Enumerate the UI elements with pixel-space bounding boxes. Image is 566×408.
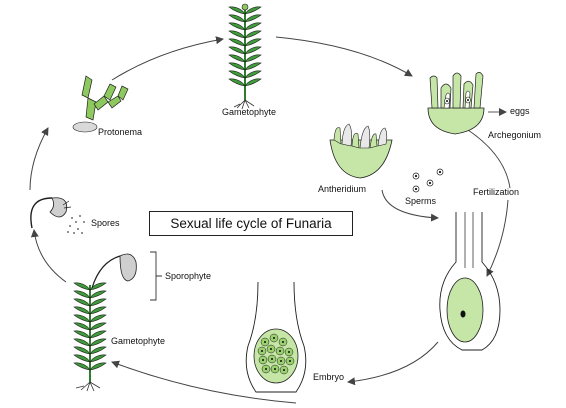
embryo-structure [245,281,307,393]
label-sporophyte: Sporophyte [165,271,212,281]
spore-capsule [30,197,72,229]
cycle-arrows [29,36,511,404]
label-sperms: Sperms [405,196,437,206]
sporophyte-bracket [150,251,162,301]
spore-dots [67,215,85,234]
label-embryo: Embryo [313,372,345,382]
label-protonema: Protonema [98,127,143,137]
arrow-to-fertilization [467,129,511,189]
arrow-to-archegonium [275,36,413,77]
arrow-to-spores [30,229,67,283]
gametophyte-top-plant [228,3,262,110]
diagram-title: Sexual life cycle of Funaria [170,216,332,231]
label-antheridium: Antheridium [318,184,367,194]
zygote-in-venter [439,212,501,351]
label-spores: Spores [91,218,120,228]
arrow-to-embryo [347,341,439,386]
antheridium-structure [329,123,393,179]
gametophyte-bottom-plant [73,253,137,392]
arrow-to-zygote [486,199,509,277]
label-fertilization: Fertilization [473,187,520,197]
arrow-to-gametophyte-bottom [111,360,297,404]
label-eggs: eggs [510,106,530,116]
label-archegonium: Archegonium [488,130,542,140]
arrow-to-protonema [29,127,49,191]
arrow-to-gametophyte [111,36,224,81]
diagram-title-box: Sexual life cycle of Funaria [149,211,353,236]
protonema-structure [72,75,129,133]
archegonium-structure [427,72,507,135]
sperm-cells [412,168,444,193]
label-gametophyte-top: Gametophyte [222,107,277,117]
label-gametophyte-bottom: Gametophyte [111,336,166,346]
arrow-antheridium-to-zygote [381,189,439,222]
